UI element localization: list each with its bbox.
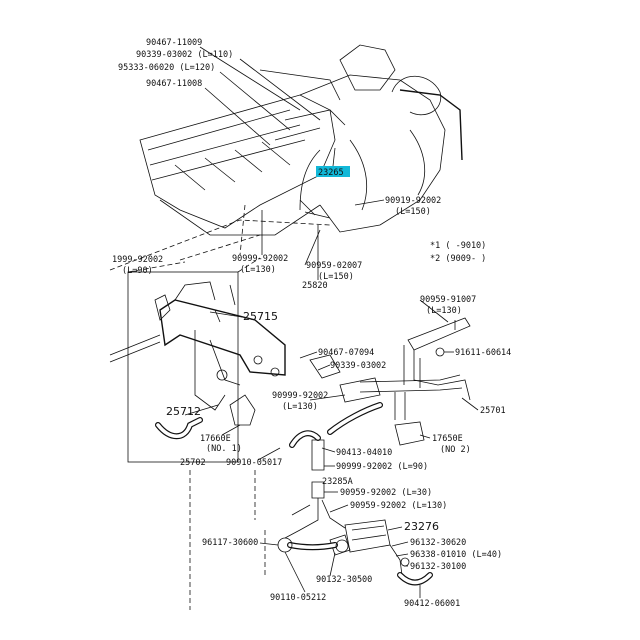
part-number-label: (L=130) [426,306,462,316]
part-number-label: 90467-11008 [146,79,202,89]
leader-line [329,552,336,577]
leader-line [304,229,321,266]
leader-line [209,311,243,318]
part-number-label: 25701 [480,406,506,416]
leader-line [259,542,279,546]
lower-filter-assembly [277,519,433,586]
part-number-label: 90110-05212 [270,593,326,603]
part-number-label: 90959-92002 (L=30) [340,488,432,498]
leader-line [419,434,431,439]
leader-line [219,71,291,131]
highlight-23265 [316,166,350,177]
leader-line [239,58,321,121]
leader-lines [184,46,479,598]
part-number-label: 25715 [243,310,278,323]
part-number-label: 90919-92002 [385,196,441,206]
part-number-label: (L=130) [240,265,276,275]
part-number-label: 90999-92002 (L=90) [336,462,428,472]
hose-90999-92002-mid [289,402,383,448]
part-number-label: 90412-06001 [404,599,460,609]
part-number-label: 90413-04010 [336,448,392,458]
part-number-label: 90339-03002 [330,361,386,371]
leader-line [199,46,301,111]
part-number-label: 23285A [322,477,353,487]
part-number-label: 96117-30600 [202,538,258,548]
part-number-label: 90467-11009 [146,38,202,48]
part-number-label: 25820 [302,281,328,291]
part-number-label: 90467-07094 [318,348,374,358]
part-number-label: *1 ( -9010) [430,241,486,251]
part-number-label: 25702 [180,458,206,468]
part-number-label: 23276 [404,520,439,533]
leader-line [354,199,385,206]
part-number-label: (NO. 1) [206,444,242,454]
vacuum-pipe-25701 [309,317,471,446]
leader-line [221,424,241,436]
part-number-label: (L=90) [122,266,153,276]
leader-line [299,351,318,359]
engine-cylinder-head [139,44,463,236]
bracket-assembly-25715 [109,257,286,463]
part-number-label: 23265 [318,168,344,178]
guide-lines [189,204,266,610]
part-number-label: 90959-02007 [306,261,362,271]
leader-line [461,397,479,411]
part-number-label: (L=150) [318,272,354,282]
part-number-label: (L=130) [282,402,318,412]
upper-group-outline [109,219,331,271]
leader-line [257,447,281,461]
part-number-label: 90999-92002 [272,391,328,401]
part-number-label: 96338-01010 (L=40) [410,550,502,560]
center-fittings [284,439,346,539]
leader-line [317,364,331,371]
part-labels: 90467-11009 90339-03002 (L=110) 95333-0602… [112,38,511,609]
leader-line [309,394,346,401]
leader-line [419,299,449,323]
part-number-label: 90132-30500 [316,575,372,585]
part-number-label: (L=150) [395,207,431,217]
part-number-label: 25712 [166,405,201,418]
part-number-label: 96132-30620 [410,538,466,548]
part-number-label: 1999-92002 [112,255,163,265]
leader-line [395,553,409,557]
part-number-label: 90910-05017 [226,458,282,468]
leader-line [387,526,403,531]
leader-line [391,541,409,547]
part-number-label: 90999-92002 [232,254,288,264]
part-number-label: 95333-06020 (L=120) [118,63,215,73]
part-number-label: 17650E [432,434,463,444]
hose-25712 [155,417,203,440]
part-number-label: 90339-03002 (L=110) [136,50,233,60]
leader-line [321,447,336,453]
leader-line [204,87,271,146]
part-number-label: 17660E [200,434,231,444]
part-number-label: 90959-92002 (L=130) [350,501,447,511]
leader-line [329,504,349,513]
part-number-label: 96132-30100 [410,562,466,572]
part-number-label: (NO 2) [440,445,471,455]
leader-line [284,551,306,593]
leader-line [184,404,219,416]
leader-line [332,147,336,167]
part-number-label: 91611-60614 [455,348,511,358]
part-number-label: 90959-91007 [420,295,476,305]
part-number-label: *2 (9009- ) [430,254,486,264]
